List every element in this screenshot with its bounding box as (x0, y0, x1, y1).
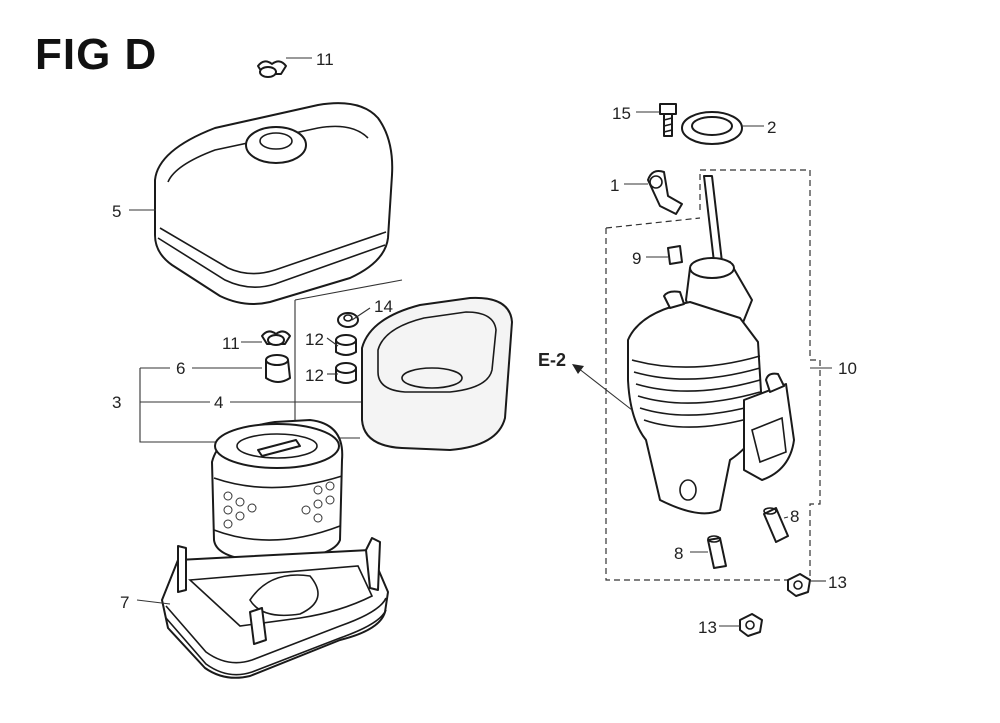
callout-3: 3 (112, 393, 121, 412)
foam-element (361, 296, 514, 452)
callout-8-a: 8 (790, 507, 799, 526)
nut-14 (337, 312, 359, 328)
figure-title: FIG D (35, 30, 158, 79)
callout-13-b: 13 (698, 618, 717, 637)
callout-11-top: 11 (316, 50, 334, 69)
collar-12b (335, 362, 357, 384)
wing-nut-top (257, 60, 287, 78)
callout-5: 5 (112, 202, 121, 221)
reference-arrow-e2 (572, 364, 633, 411)
clamp-1 (647, 170, 683, 215)
intake-elbow-10 (627, 175, 795, 515)
callout-15: 15 (612, 104, 631, 123)
callout-11-lower: 11 (222, 334, 240, 353)
callout-12-b: 12 (305, 366, 324, 385)
callout-7: 7 (120, 593, 129, 612)
air-cleaner-base (161, 537, 389, 679)
callout-13-a: 13 (828, 573, 847, 592)
assembly-10-boundary (605, 169, 821, 581)
callout-8-b: 8 (674, 544, 683, 563)
callout-12-a: 12 (305, 330, 324, 349)
bracket-3 (139, 368, 225, 443)
nut-13a (787, 573, 811, 597)
callout-14: 14 (374, 297, 393, 316)
sleeve-8b (707, 535, 727, 569)
callout-2: 2 (767, 118, 776, 137)
reference-e2-label: E-2 (538, 350, 566, 370)
callout-4: 4 (214, 393, 223, 412)
collar-12a (335, 334, 357, 356)
callout-1: 1 (610, 176, 619, 195)
nut-13b (739, 613, 763, 637)
grommet (265, 354, 291, 383)
bolt-15 (659, 103, 677, 137)
sleeve-8a (763, 507, 789, 543)
wing-nut-lower (261, 330, 291, 346)
callout-6: 6 (176, 359, 185, 378)
paper-element (211, 419, 344, 561)
plug-9 (667, 245, 683, 265)
callout-10: 10 (838, 359, 857, 378)
leader-lines (129, 57, 826, 627)
gasket-2 (681, 111, 743, 145)
air-cleaner-cover (154, 102, 394, 305)
callout-9: 9 (632, 249, 641, 268)
